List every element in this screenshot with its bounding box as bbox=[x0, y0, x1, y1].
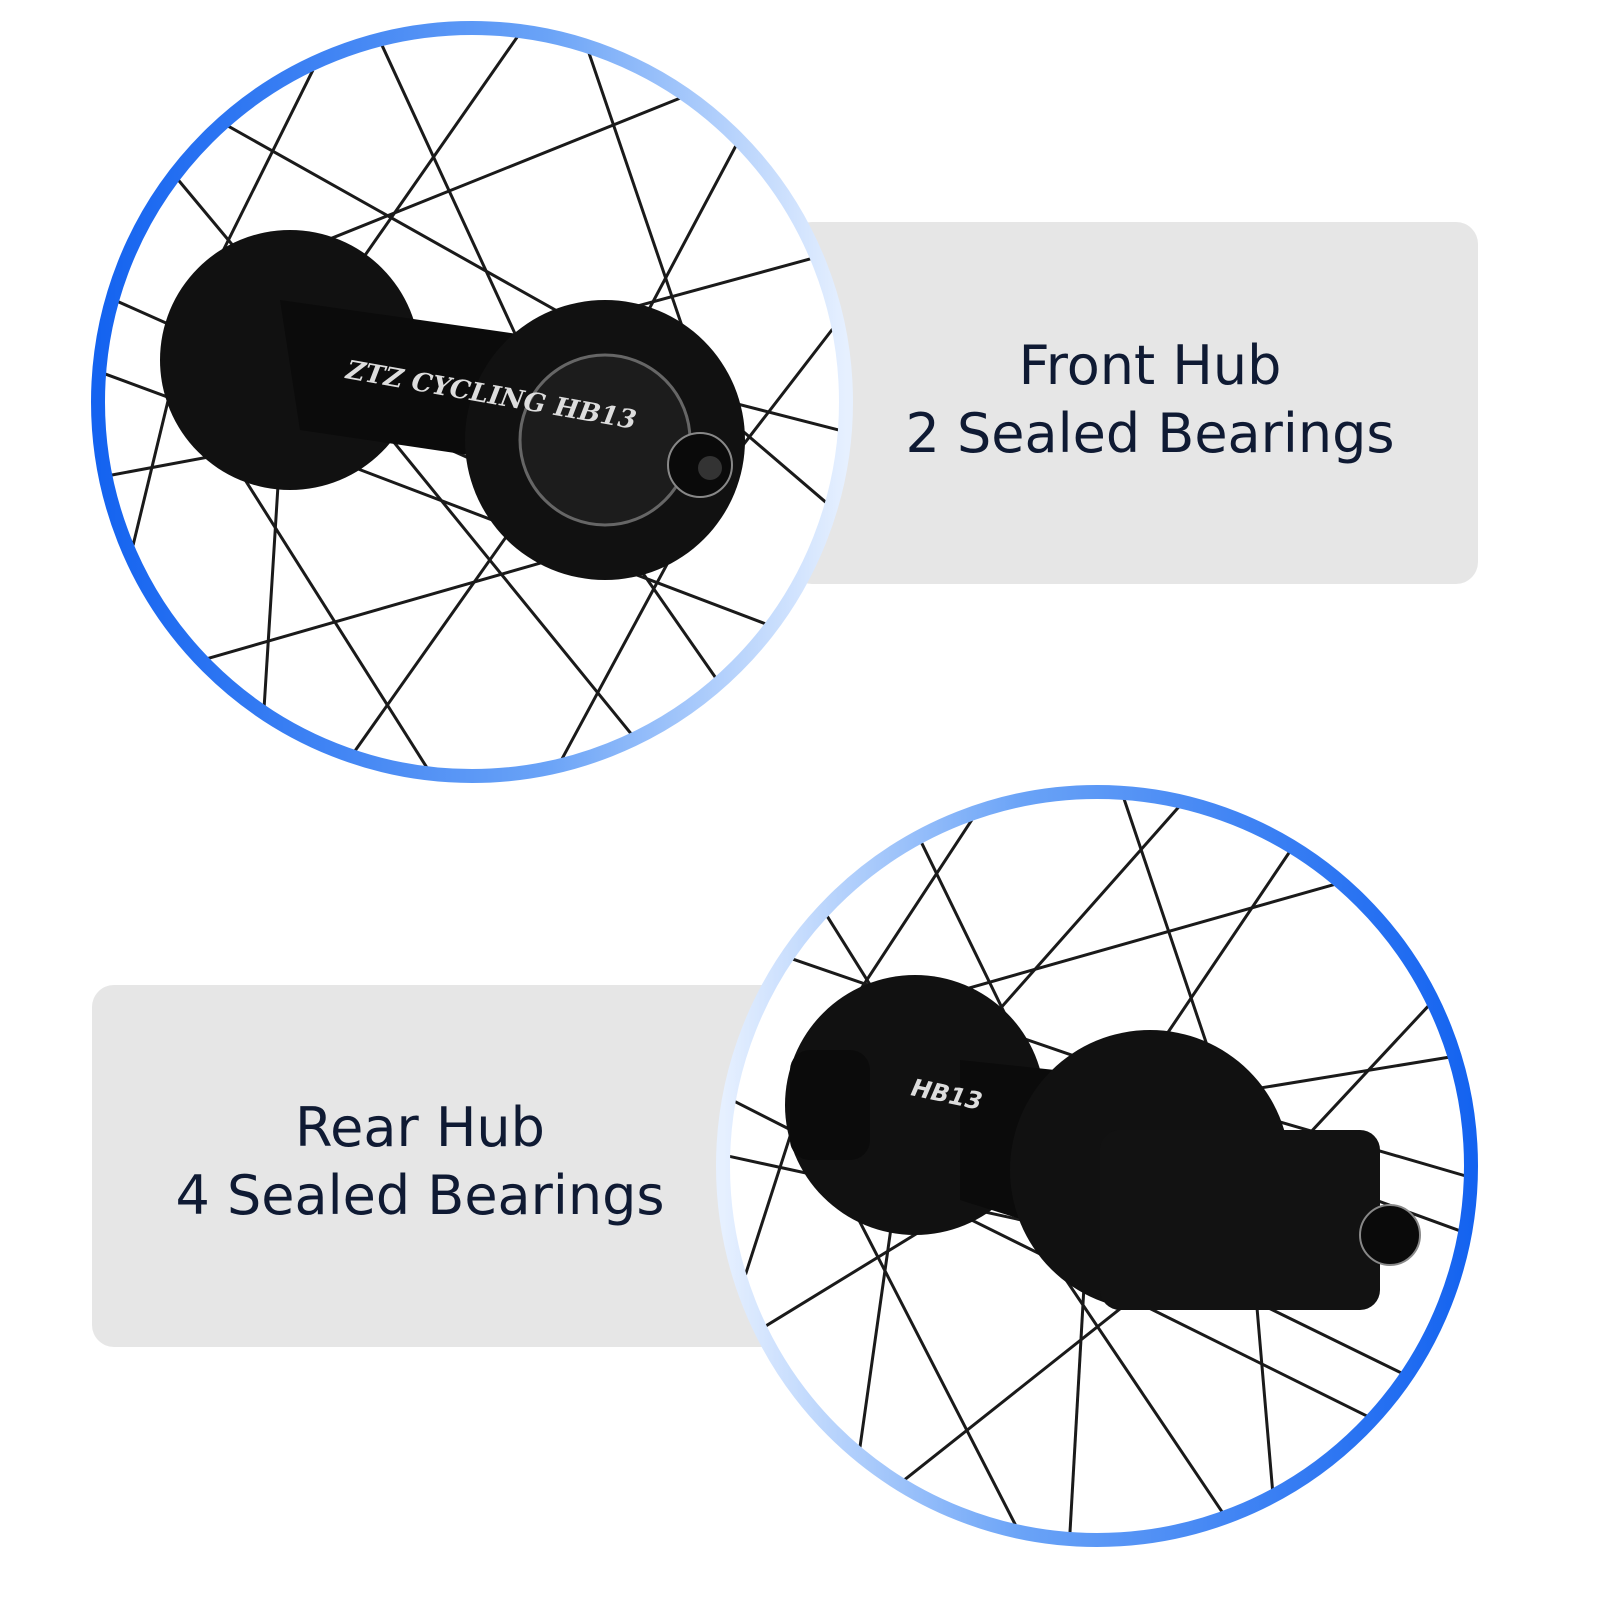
front-hub-info-panel bbox=[790, 222, 1478, 584]
front-hub-title: Front Hub bbox=[1018, 334, 1282, 397]
spoke bbox=[1068, 1270, 1087, 1534]
front-ring bbox=[91, 21, 853, 783]
rear-hub-info-panel bbox=[92, 985, 792, 1347]
front-hub-caption: Front Hub 2 Sealed Bearings bbox=[860, 332, 1440, 468]
spoke bbox=[224, 448, 428, 768]
front-hub-subtitle: 2 Sealed Bearings bbox=[905, 402, 1395, 465]
spoke bbox=[227, 124, 580, 325]
front-hub-image: ZTZ CYCLING HB13 bbox=[91, 21, 853, 783]
spoke bbox=[936, 883, 1335, 999]
rear-hub-caption: Rear Hub 4 Sealed Bearings bbox=[110, 1094, 730, 1230]
spoke bbox=[560, 527, 688, 760]
spoke bbox=[207, 553, 570, 660]
spoke bbox=[840, 1186, 1017, 1526]
spoke bbox=[630, 556, 717, 679]
spoke bbox=[378, 423, 633, 735]
rear-hub-title: Rear Hub bbox=[295, 1096, 545, 1159]
spoke bbox=[949, 1207, 1368, 1418]
spoke bbox=[1122, 798, 1217, 1070]
spoke bbox=[300, 96, 681, 252]
spoke bbox=[587, 52, 695, 359]
rear-hub-body: HB13 bbox=[785, 975, 1421, 1310]
spoke bbox=[353, 520, 519, 752]
spoke bbox=[639, 144, 738, 327]
spoke bbox=[903, 1288, 1145, 1481]
rear-hub-subtitle: 4 Sealed Bearings bbox=[175, 1164, 665, 1227]
rear-hub-image: HB13 bbox=[716, 785, 1478, 1547]
rear-ring bbox=[716, 785, 1478, 1547]
front-hub-body: ZTZ CYCLING HB13 bbox=[160, 230, 745, 580]
spoke bbox=[986, 806, 1180, 1024]
spoke bbox=[1154, 851, 1291, 1051]
spoke bbox=[353, 35, 519, 272]
spoke bbox=[380, 44, 525, 353]
spoke bbox=[262, 469, 281, 706]
